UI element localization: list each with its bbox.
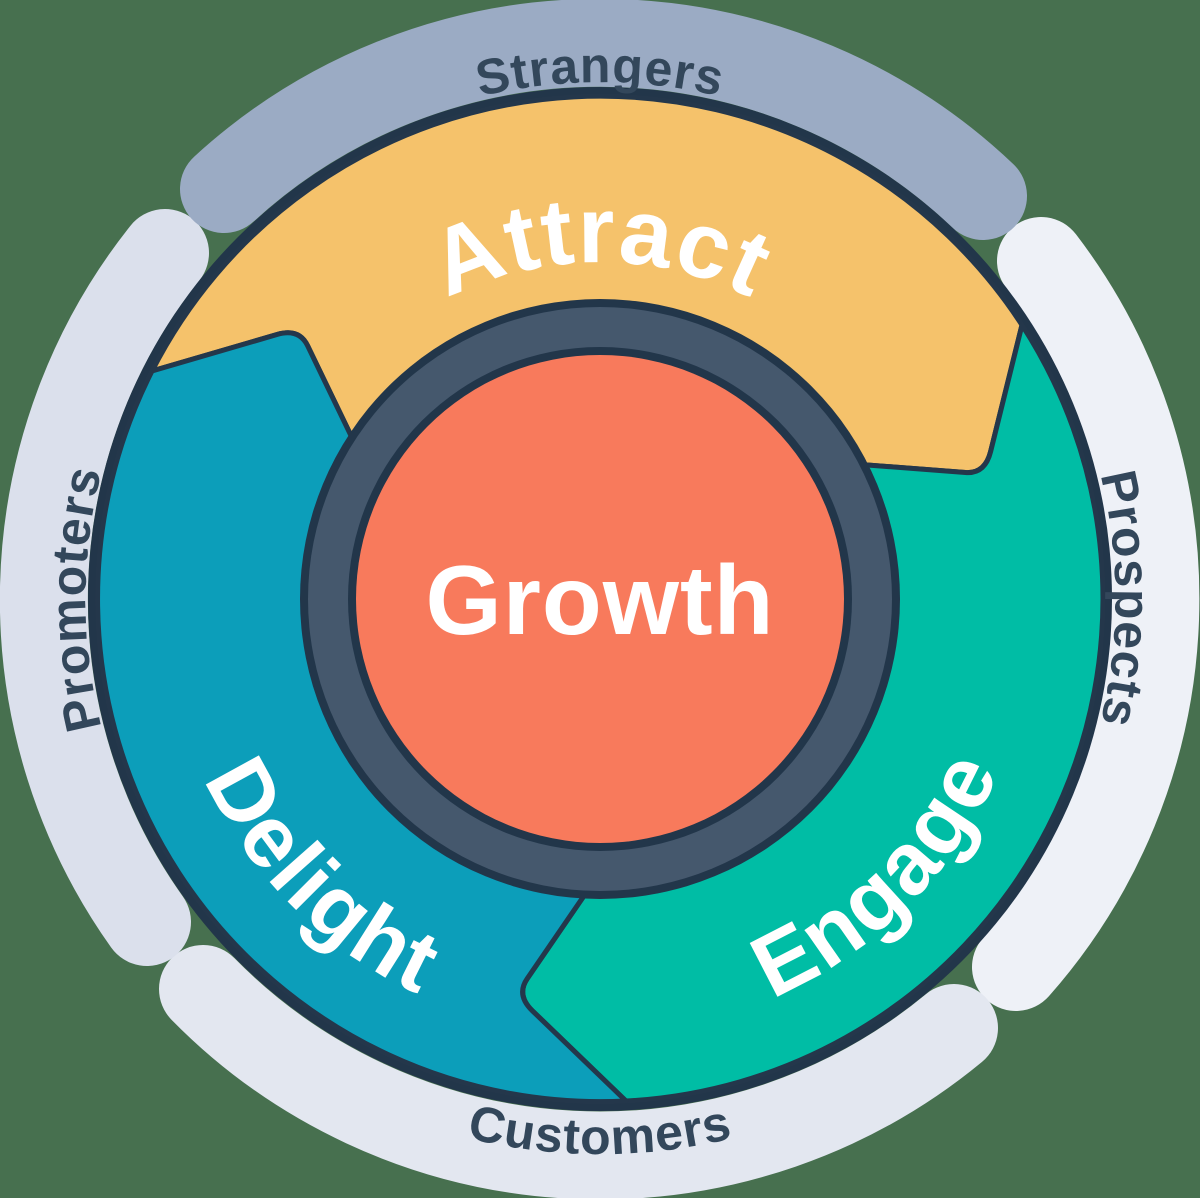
ring-arc-prospects [972,217,1200,1011]
ring-arc-customers [159,945,998,1198]
growth-circle [356,355,844,843]
ring-arc-strangers [180,0,1027,240]
growth-label: Growth [426,545,775,655]
ring-arc-promoters [0,209,209,966]
